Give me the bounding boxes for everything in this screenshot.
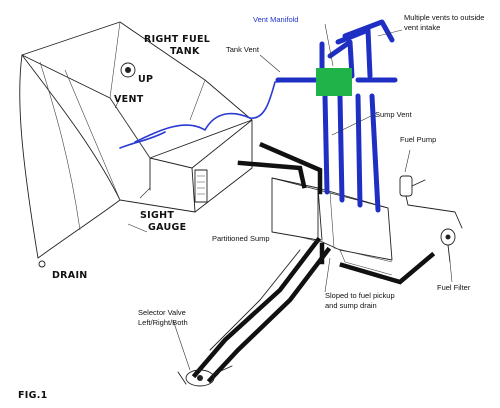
label-fig: FIG.1 [18, 390, 48, 401]
right-fuel-tank [19, 21, 253, 268]
vent-lines [119, 19, 398, 213]
label-sight-gauge-2: GAUGE [148, 222, 186, 233]
sight-gauge-icon [194, 169, 208, 203]
label-tank-vent: Tank Vent [226, 45, 260, 54]
label-sloped-2: and sump drain [325, 301, 377, 310]
label-vent-manifold: Vent Manifold [253, 15, 298, 24]
filler-cap-icon [120, 62, 136, 78]
fuel-filter-icon [440, 228, 456, 263]
fuel-pump-icon [399, 175, 463, 229]
label-selector-valve-1: Selector Valve [138, 308, 186, 317]
label-sloped-1: Sloped to fuel pickup [325, 291, 395, 300]
label-vent: VENT [114, 94, 144, 105]
label-sight-gauge-1: SIGHT [140, 210, 174, 221]
selector-valve-icon [177, 365, 233, 387]
leader-lines [114, 23, 453, 371]
label-right-fuel-tank-2: TANK [170, 46, 200, 57]
label-sump-vent: Sump Vent [375, 110, 413, 119]
fuel-lines [191, 142, 436, 384]
label-right-fuel-tank-1: RIGHT FUEL [144, 34, 210, 45]
label-multiple-vents-1: Multiple vents to outside [404, 13, 484, 22]
label-partitioned-sump: Partitioned Sump [212, 234, 270, 243]
partitioned-sump [271, 177, 393, 276]
label-multiple-vents-2: vent intake [404, 23, 440, 32]
vent-manifold [316, 68, 352, 96]
label-drain: DRAIN [52, 270, 88, 281]
label-fuel-pump: Fuel Pump [400, 135, 436, 144]
label-fuel-filter: Fuel Filter [437, 283, 471, 292]
label-up: UP [138, 74, 153, 85]
label-selector-valve-2: Left/Right/Both [138, 318, 188, 327]
